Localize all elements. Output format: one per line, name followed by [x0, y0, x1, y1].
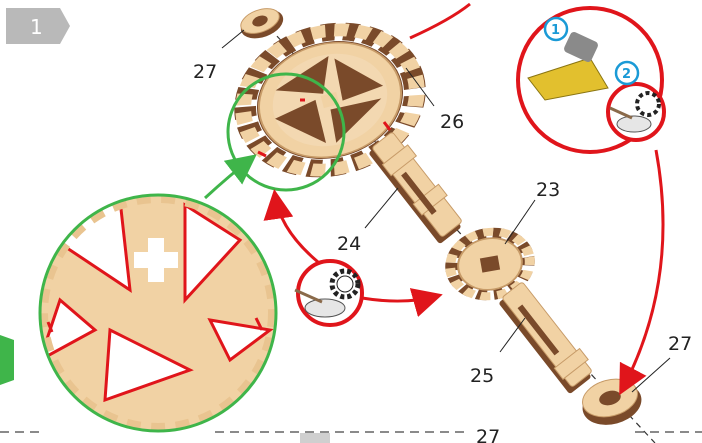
- zoom-arrow-icon: [205, 158, 252, 198]
- gear-icon: [332, 271, 358, 297]
- red-arrow-icon: [622, 150, 663, 390]
- svg-text:2: 2: [622, 67, 631, 82]
- red-callout-line: [410, 4, 470, 38]
- red-arrow-icon: [275, 195, 318, 262]
- label-small-gear: 23: [536, 179, 560, 201]
- step-badge: 1: [6, 8, 70, 44]
- left-shaft: [365, 129, 468, 244]
- label-large-gear: 26: [440, 111, 464, 133]
- washer-bottom: [578, 358, 670, 431]
- right-shaft: [497, 279, 598, 394]
- step-number: 1: [30, 15, 43, 39]
- tools-callout: 1 2: [518, 8, 664, 152]
- wax-jar-icon: [608, 84, 664, 140]
- label-left-shaft: 24: [337, 233, 361, 255]
- label-washer-top: 27: [193, 61, 217, 83]
- sandpaper-badge: 1: [545, 18, 567, 40]
- svg-text:1: 1: [551, 23, 560, 38]
- label-right-shaft: 25: [470, 365, 494, 387]
- wax-callout-small: [295, 261, 362, 325]
- zoom-detail: [28, 183, 288, 443]
- label-washer-bottom: 27: [668, 333, 692, 355]
- wax-badge: 2: [616, 62, 638, 84]
- label-bottom-dashed: 27: [476, 426, 500, 443]
- red-arrow-icon: [362, 296, 437, 301]
